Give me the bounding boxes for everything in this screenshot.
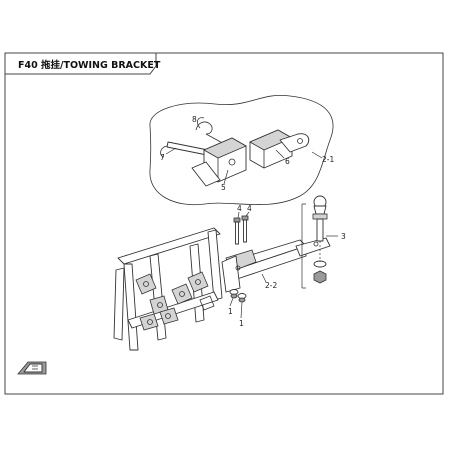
hitch-kit-outline [149, 94, 334, 206]
svg-text:5: 5 [221, 183, 226, 192]
callout-4b: 4 [245, 204, 252, 217]
front-direction-icon [17, 361, 47, 375]
callout-3: 3 [301, 203, 346, 289]
draw-bar [249, 129, 310, 169]
svg-text:7: 7 [160, 153, 165, 162]
title-box: F40 拖挂/TOWING BRACKET [4, 53, 161, 75]
bolt-4 [233, 215, 249, 245]
callout-6: 6 [275, 149, 290, 166]
diagram-frame [4, 52, 444, 395]
tow-bar [221, 237, 331, 293]
svg-text:4: 4 [237, 204, 242, 213]
svg-text:8: 8 [192, 115, 197, 124]
callout-1b: 1 [239, 301, 244, 328]
callout-5: 5 [221, 169, 229, 192]
svg-text:1: 1 [239, 319, 244, 328]
svg-text:2-1: 2-1 [322, 155, 334, 164]
callout-7: 7 [160, 147, 177, 162]
svg-text:3: 3 [341, 232, 346, 241]
callout-4a: 4 [237, 204, 242, 219]
vehicle-frame [113, 227, 223, 351]
svg-text:4: 4 [247, 204, 252, 213]
callout-8: 8 [192, 115, 197, 124]
hitch-pin [160, 141, 209, 158]
tow-ball [312, 195, 328, 284]
callout-2-2: 2-2 [261, 273, 277, 290]
callout-2-1: 2-1 [311, 151, 334, 164]
svg-text:1: 1 [228, 307, 233, 316]
callout-1a: 1 [228, 297, 234, 316]
diagram-title: F40 拖挂/TOWING BRACKET [18, 59, 161, 71]
svg-text:2-2: 2-2 [265, 281, 277, 290]
nut-washer-1 [229, 289, 247, 303]
receiver-sleeve [191, 137, 247, 187]
svg-text:6: 6 [285, 157, 290, 166]
